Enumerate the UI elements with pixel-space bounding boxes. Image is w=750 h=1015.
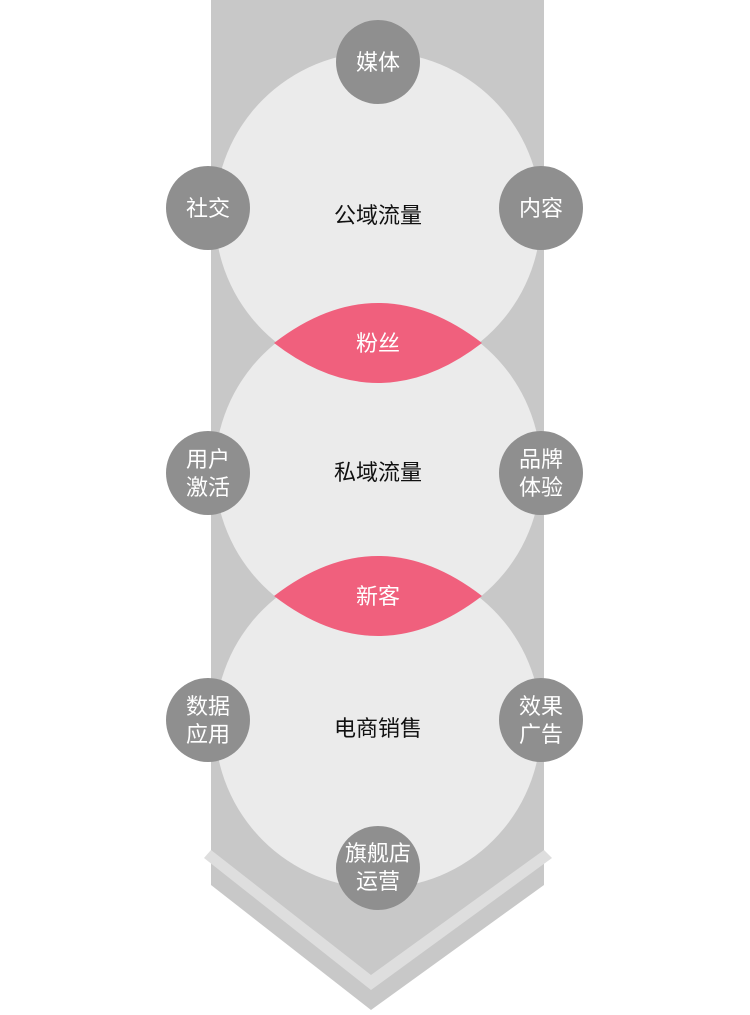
lens-new-customers xyxy=(274,556,482,636)
node-social: 社交 xyxy=(166,166,250,250)
node-flagship-store-ops-line2: 运营 xyxy=(356,870,400,895)
node-performance-ads: 效果 广告 xyxy=(499,678,583,762)
label-public-traffic: 公域流量 xyxy=(334,204,422,229)
node-flagship-store-ops: 旗舰店 运营 xyxy=(336,826,420,910)
node-data-application-line1: 数据 xyxy=(186,695,230,720)
node-brand-experience-line1: 品牌 xyxy=(519,448,563,473)
node-performance-ads-line2: 广告 xyxy=(519,723,563,748)
lens-fans xyxy=(274,303,482,383)
label-new-customers: 新客 xyxy=(356,585,400,610)
node-flagship-store-ops-line1: 旗舰店 xyxy=(345,842,411,867)
node-user-activation-line1: 用户 xyxy=(186,448,230,473)
node-content-label: 内容 xyxy=(519,197,563,222)
node-user-activation-line2: 激活 xyxy=(186,476,230,501)
label-private-traffic: 私域流量 xyxy=(334,461,422,486)
circle-private-traffic xyxy=(215,307,541,633)
node-brand-experience-line2: 体验 xyxy=(519,476,563,501)
label-ecommerce-sales: 电商销售 xyxy=(334,717,422,742)
node-brand-experience: 品牌 体验 xyxy=(499,431,583,515)
node-media: 媒体 xyxy=(336,20,420,104)
node-content: 内容 xyxy=(499,166,583,250)
circle-public-traffic xyxy=(215,52,541,378)
node-media-label: 媒体 xyxy=(356,51,400,76)
node-social-label: 社交 xyxy=(186,197,230,222)
node-data-application-line2: 应用 xyxy=(186,723,230,748)
label-fans: 粉丝 xyxy=(356,332,400,357)
node-performance-ads-line1: 效果 xyxy=(519,695,563,720)
node-user-activation: 用户 激活 xyxy=(166,431,250,515)
node-data-application: 数据 应用 xyxy=(166,678,250,762)
circle-ecommerce-sales xyxy=(215,562,541,888)
